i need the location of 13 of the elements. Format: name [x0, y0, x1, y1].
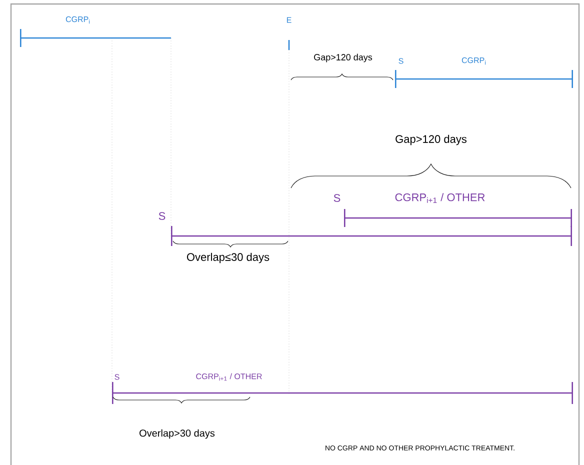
period-label: CGRP$_{i+1}$ / OTHER — [196, 373, 262, 381]
overlap-label: Overlap>30 days — [140, 429, 215, 439]
start-label: S — [398, 58, 404, 64]
start-label: S — [334, 194, 340, 202]
gap-label: Gap>120 days — [396, 134, 466, 146]
gap-label: Gap>120 days — [314, 54, 372, 62]
start-label: S — [114, 374, 120, 380]
period-label: CGRP$_{i}$ — [462, 57, 486, 65]
end-label: E — [287, 17, 292, 23]
overlap-label: Overlap≤30 days — [186, 252, 270, 264]
period-label: CGRP$_{i+1}$ / OTHER — [395, 193, 485, 203]
start-label: S — [158, 212, 166, 220]
period-label: CGRP$_{i}$ — [66, 16, 90, 24]
